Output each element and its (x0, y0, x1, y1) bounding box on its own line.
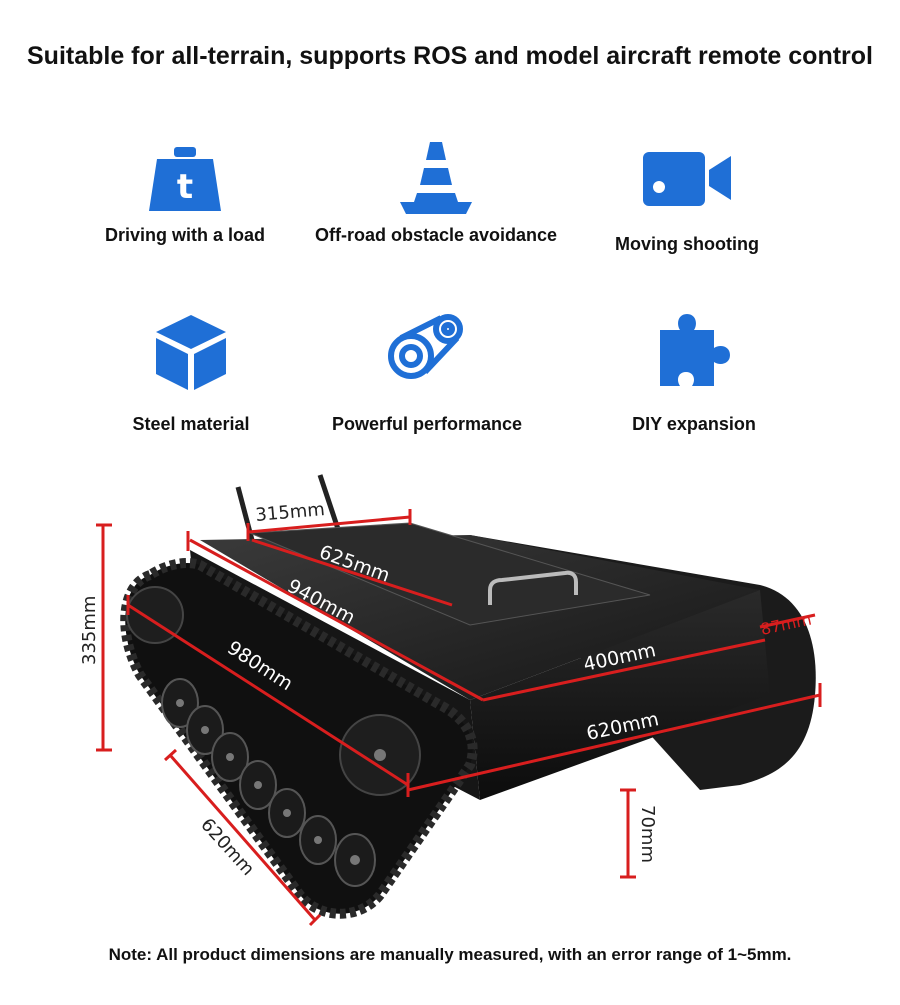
feature-powerful-performance: Powerful performance (297, 312, 557, 435)
feature-label: DIY expansion (632, 414, 756, 434)
dimension-lines (96, 509, 822, 927)
front-track (120, 558, 478, 919)
weight-icon: t (149, 147, 221, 211)
feature-label: Powerful performance (331, 414, 523, 434)
dim-315: 315mm (255, 499, 326, 526)
feature-driving-with-load: t Driving with a load (55, 145, 315, 246)
svg-text:t: t (177, 167, 193, 207)
feature-label: Moving shooting (615, 234, 759, 254)
puzzle-piece-icon (660, 314, 730, 386)
feature-label: Driving with a load (104, 225, 265, 245)
top-plate (249, 522, 651, 626)
video-camera-icon (643, 152, 731, 206)
feature-label: Off-road obstacle avoidance (314, 225, 558, 245)
page-title: Suitable for all-terrain, supports ROS a… (27, 42, 873, 70)
dim-335: 335mm (79, 596, 100, 665)
belt-pulley-icon (388, 314, 463, 379)
feature-diy-expansion: DIY expansion (564, 312, 824, 435)
measurement-note: Note: All product dimensions are manuall… (108, 945, 792, 964)
chassis-front (470, 590, 770, 800)
cube-icon (156, 315, 226, 390)
handle (488, 570, 578, 605)
traffic-cone-icon (400, 142, 472, 214)
feature-off-road: Off-road obstacle avoidance (306, 140, 566, 246)
dim-70: 70mm (637, 805, 658, 863)
feature-moving-shooting: Moving shooting (557, 148, 817, 255)
tracked-robot-chassis-illustration: 315mm 625mm 940mm 980mm 400mm 620mm 87mm… (79, 474, 822, 927)
wheel-hubs (176, 699, 386, 865)
feature-steel-material: Steel material (61, 312, 321, 435)
feature-label: Steel material (132, 414, 250, 434)
